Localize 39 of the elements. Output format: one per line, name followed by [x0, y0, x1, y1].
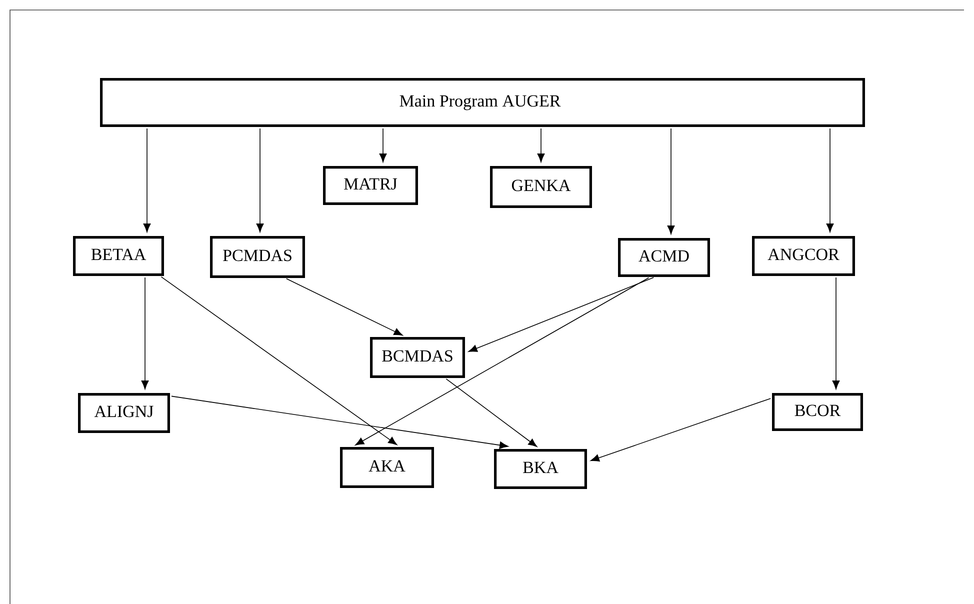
process-box	[772, 392, 863, 431]
process-box	[100, 78, 865, 127]
arrow	[590, 398, 771, 462]
arrow	[160, 276, 398, 446]
box-label: BCMDAS	[382, 350, 452, 362]
process-box	[323, 166, 418, 205]
arrow	[667, 128, 675, 234]
box-label: AKA	[368, 460, 406, 472]
process-box	[618, 238, 710, 277]
box-label: Main Program AUGER	[400, 95, 561, 110]
arrow	[355, 277, 650, 446]
process-box	[752, 236, 855, 276]
box-label: ANGCOR	[768, 248, 840, 260]
arrow	[379, 128, 387, 162]
arrow	[171, 396, 508, 449]
arrow	[832, 277, 840, 390]
box-label: PCMDAS	[223, 250, 292, 262]
arrow	[256, 128, 264, 232]
arrow	[537, 128, 545, 162]
box-label: MATRJ	[344, 178, 398, 190]
box-label: ALIGNJ	[94, 406, 154, 418]
process-box	[490, 166, 592, 208]
box-label: BKA	[523, 462, 558, 474]
process-box	[78, 392, 170, 433]
arrow	[468, 277, 654, 352]
process-box	[494, 448, 587, 489]
process-box	[340, 446, 434, 488]
box-label: BCOR	[794, 404, 841, 416]
box-label: BETAA	[91, 248, 146, 260]
arrow	[826, 128, 834, 232]
arrow	[143, 128, 151, 232]
box-label: ACMD	[638, 250, 689, 262]
process-box	[370, 336, 465, 378]
process-box	[210, 236, 305, 278]
arrow	[141, 277, 149, 390]
arrow	[286, 278, 403, 336]
arrow	[446, 378, 538, 447]
process-box	[73, 236, 164, 276]
box-label: GENKA	[512, 180, 571, 192]
